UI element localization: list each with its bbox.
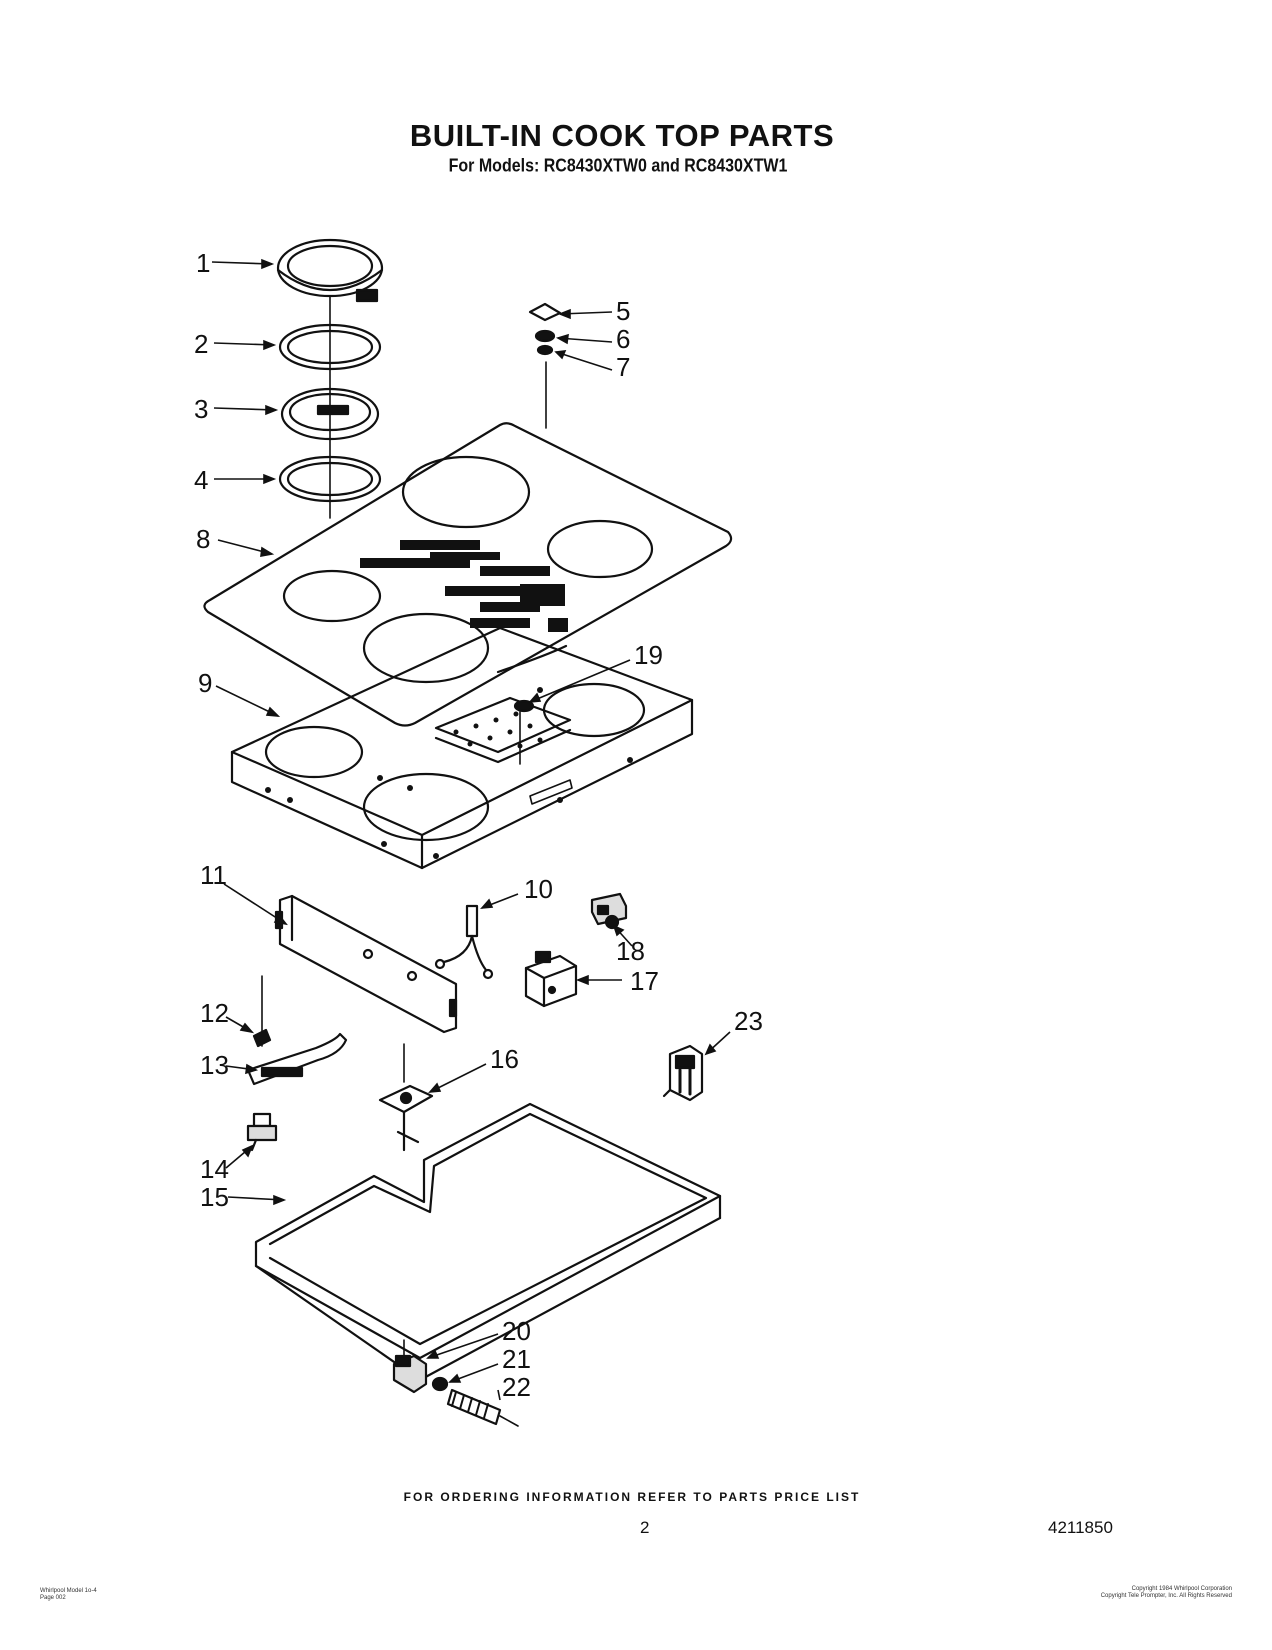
part-8-glass-cooktop (203, 422, 733, 727)
callout-20: 20 (502, 1316, 531, 1346)
part-1-surface-element (276, 238, 384, 303)
callout-8: 8 (196, 524, 210, 554)
part-19-grommet (513, 699, 535, 713)
callout-22: 22 (502, 1372, 531, 1402)
document-number: 4211850 (1048, 1518, 1113, 1537)
part-6-washer (534, 329, 556, 343)
callout-1: 1 (196, 248, 210, 278)
page-subtitle: For Models: RC8430XTW0 and RC8430XTW1 (448, 156, 788, 177)
fineprint-left-line: Whirlpool Model 1o-4 (40, 1588, 97, 1594)
part-7-clip (536, 344, 554, 356)
part-21-washer (431, 1376, 449, 1392)
page-number: 2 (640, 1518, 650, 1537)
callout-7: 7 (616, 352, 630, 382)
ordering-note: FOR ORDERING INFORMATION REFER TO PARTS … (403, 1490, 861, 1504)
callout-13: 13 (200, 1050, 229, 1080)
fineprint-right: Copyright 1984 Whirlpool Corporation Cop… (1101, 1586, 1232, 1600)
part-11-bracket (274, 894, 458, 1034)
part-17-control (524, 950, 578, 1008)
part-12-screw (252, 1028, 272, 1048)
part-16-bracket (378, 1043, 434, 1152)
part-9-cooktop-frame (230, 626, 694, 870)
fineprint-left-line: Page 002 (40, 1595, 66, 1601)
callout-15: 15 (200, 1182, 229, 1212)
callout-5: 5 (616, 296, 630, 326)
part-23-terminal-block (662, 1044, 704, 1102)
callout-19: 19 (634, 640, 663, 670)
part-15-bottom-frame (254, 1102, 722, 1382)
callout-14: 14 (200, 1154, 229, 1184)
leader-lines (211, 258, 731, 1401)
fineprint-right-line: Copyright 1984 Whirlpool Corporation (1131, 1586, 1232, 1592)
callout-4: 4 (194, 465, 208, 495)
callout-16: 16 (490, 1044, 519, 1074)
callout-labels: 1 2 3 4 5 6 7 8 9 10 11 12 13 14 15 16 1… (194, 248, 763, 1402)
callout-18: 18 (616, 936, 645, 966)
part-22-spring (446, 1388, 519, 1427)
part-5-knob (528, 302, 562, 322)
callout-9: 9 (198, 668, 212, 698)
part-13-bracket-with-switches (246, 1032, 348, 1086)
callout-6: 6 (616, 324, 630, 354)
part-20-leg-bracket (392, 1339, 428, 1394)
callout-11: 11 (200, 860, 227, 890)
fineprint-right-line: Copyright Tele Prompter, Inc. All Rights… (1100, 1593, 1232, 1599)
part-10-wire-harness (434, 904, 494, 980)
callout-3: 3 (194, 394, 208, 424)
page-title: BUILT-IN COOK TOP PARTS (409, 118, 835, 153)
part-18-switch (590, 892, 628, 930)
control-graphics (360, 540, 568, 632)
callout-21: 21 (502, 1344, 531, 1374)
callout-12: 12 (200, 998, 229, 1028)
callout-17: 17 (630, 966, 659, 996)
callout-23: 23 (734, 1006, 763, 1036)
callout-2: 2 (194, 329, 208, 359)
part-14-thermostat (246, 1112, 278, 1152)
callout-10: 10 (524, 874, 553, 904)
fineprint-left: Whirlpool Model 1o-4 Page 002 (40, 1588, 97, 1602)
